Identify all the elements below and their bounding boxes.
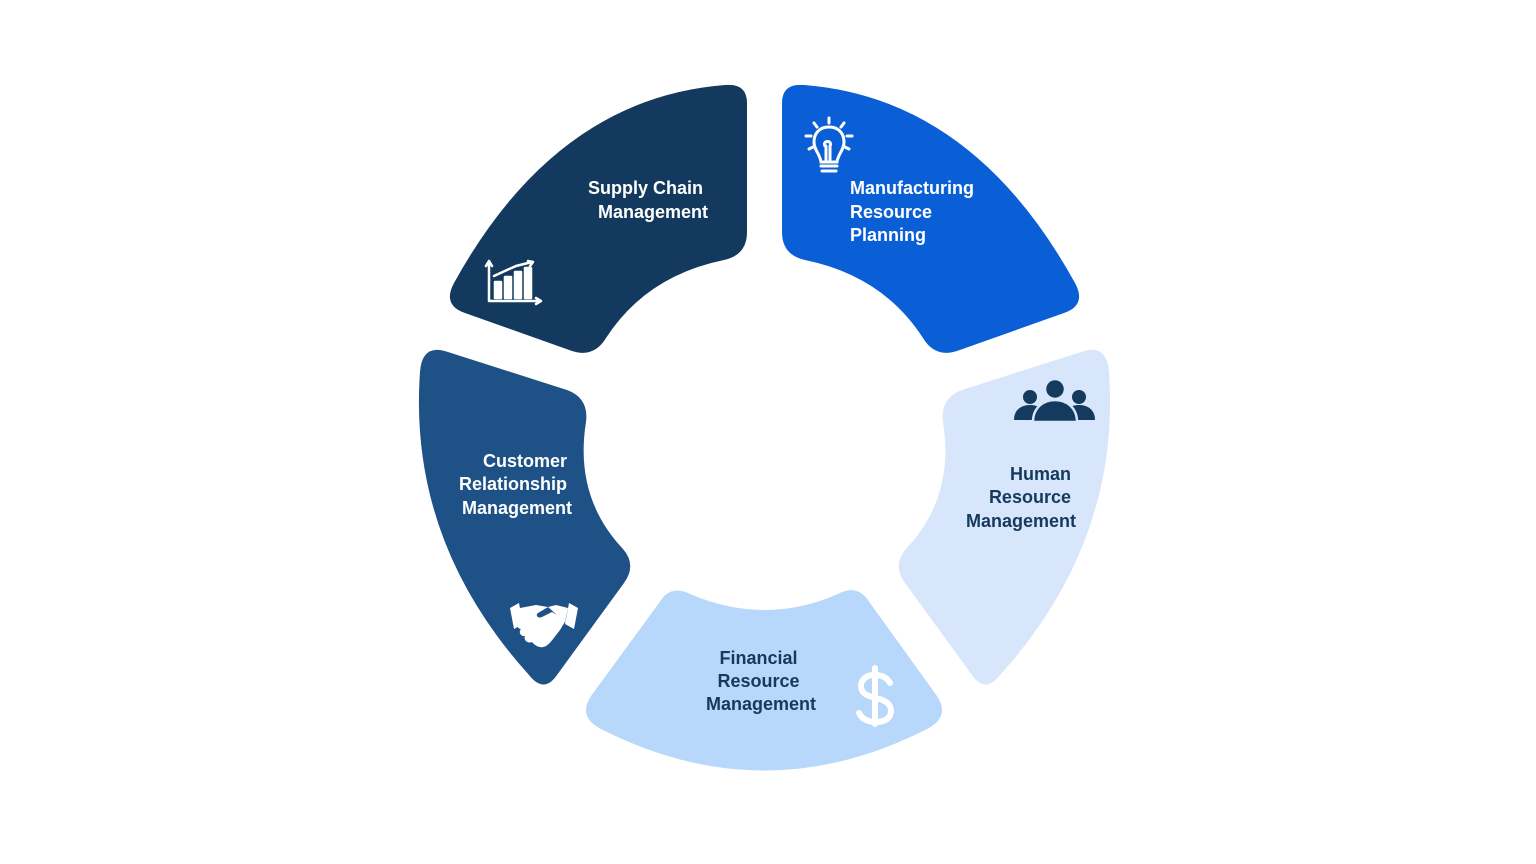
financial-segment — [586, 590, 942, 771]
lightbulb-icon — [804, 116, 854, 173]
people-group-icon — [1014, 377, 1095, 424]
manufacturing-label: Manufacturing Resource Planning — [850, 178, 979, 245]
manufacturing-segment — [782, 84, 1080, 353]
supply-chain-label: Supply Chain Management — [588, 178, 708, 222]
human-resource-label: Human Resource Management — [966, 464, 1076, 531]
human-resource-segment — [898, 349, 1111, 685]
chart-growth-icon — [484, 259, 543, 306]
handshake-icon — [510, 603, 578, 648]
financial-label: Financial Resource Management — [706, 648, 816, 714]
customer-relationship-segment — [418, 349, 631, 685]
dollar-icon — [856, 665, 894, 727]
customer-relationship-label: Customer Relationship Management — [459, 451, 572, 518]
